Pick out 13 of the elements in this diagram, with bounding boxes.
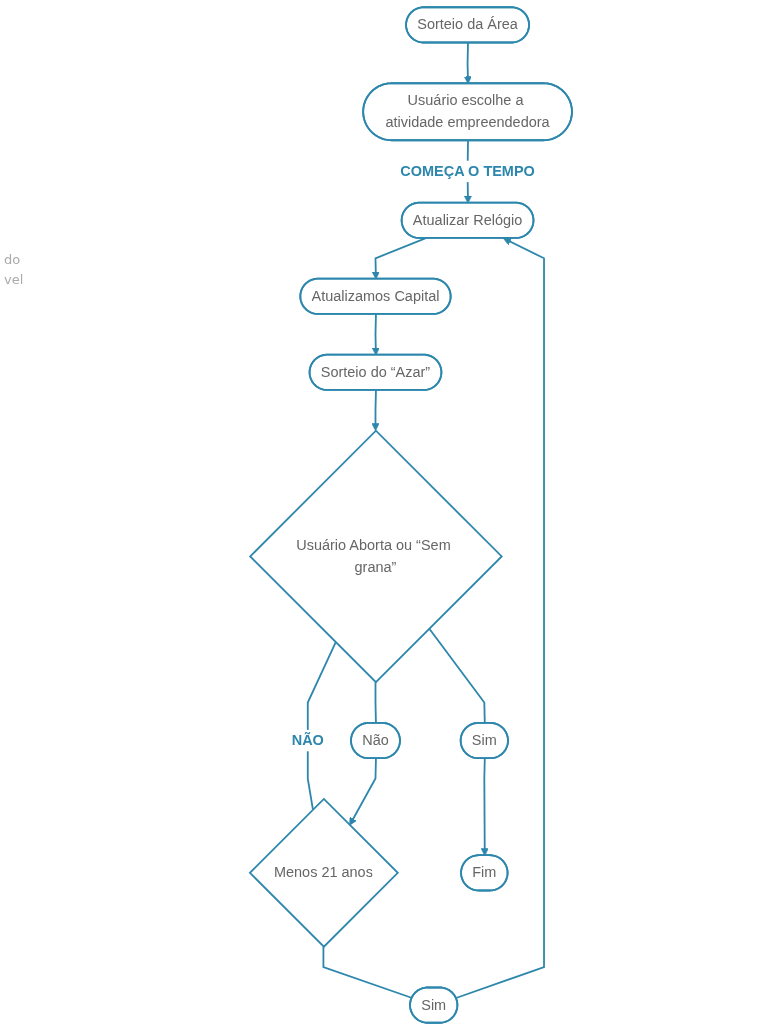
- arrow: [463, 42, 472, 85]
- arrow: [480, 757, 489, 856]
- note-text: do: [4, 251, 22, 269]
- arrow: [371, 389, 380, 432]
- arrow: [371, 313, 380, 356]
- arrow: [349, 757, 377, 826]
- note-text: vel: [4, 271, 24, 289]
- arrow: [371, 237, 427, 280]
- edge-label: COMEÇA O TEMPO: [400, 163, 535, 179]
- edge-label: NÃO: [291, 732, 324, 748]
- node-diamond: Usuário Aborta ou “Sem grana”: [248, 429, 504, 684]
- arrow: [455, 238, 545, 999]
- node-diamond: Menos 21 anos: [248, 797, 400, 949]
